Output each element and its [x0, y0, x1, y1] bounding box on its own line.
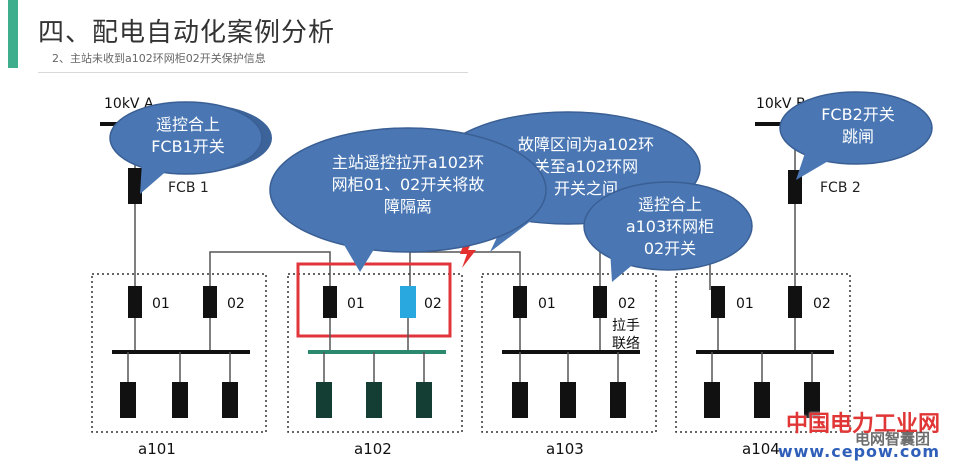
a104-switch-02-label: 02	[813, 296, 831, 312]
cabinet-label-a101: a101	[138, 440, 176, 458]
bubble-text-line: 故障区间为a102环	[518, 135, 654, 154]
wire-a101-a102	[209, 251, 331, 290]
bubble-remote-open-a102-text: 主站遥控拉开a102环网柜01、02开关将故障隔离	[332, 153, 485, 216]
a104-output-3	[804, 382, 820, 418]
a102-output-2	[366, 382, 382, 418]
a103-output-3	[610, 382, 626, 418]
bubble-text-line: a103环网柜	[626, 217, 714, 236]
page-title: 四、配电自动化案例分析	[38, 18, 336, 48]
a102-isolation-highlight	[296, 262, 452, 338]
a101-switch-02	[203, 286, 217, 318]
a103-output-1	[512, 382, 528, 418]
a101-output-3	[222, 382, 238, 418]
wire-a102-a103	[409, 251, 521, 290]
a103-switch-01-label: 01	[538, 296, 556, 312]
a103-tie-note-line1: 拉手	[612, 318, 640, 334]
bubble-fcb2-trip-text: FCB2开关跳闸	[821, 105, 895, 146]
a102-switch-02	[400, 286, 416, 318]
bubble-text-line: FCB1开关	[151, 137, 225, 156]
a101-switch-01	[128, 286, 142, 318]
title-divider	[38, 72, 468, 73]
a102-switch-01	[323, 286, 337, 318]
a102-output-1	[316, 382, 332, 418]
a102-output-3	[416, 382, 432, 418]
bubble-text-line: 主站遥控拉开a102环	[332, 153, 484, 172]
a102-switch-02-label: 02	[424, 296, 442, 312]
bubble-text-line: 关至a102环网	[534, 157, 638, 176]
a104-output-2	[754, 382, 770, 418]
a103-output-2	[560, 382, 576, 418]
accent-bar	[8, 0, 18, 68]
bubble-text-line: 开关之间	[554, 179, 618, 198]
fcb1-breaker	[128, 168, 142, 204]
bubble-text-line: 障隔离	[384, 197, 432, 216]
a101-switch-02-label: 02	[227, 296, 245, 312]
bubble-fcb2-trip: FCB2开关跳闸	[779, 91, 933, 180]
cabinet-label-a103: a103	[546, 440, 584, 458]
fcb1-label: FCB 1	[168, 180, 209, 196]
a104-switch-01	[711, 286, 725, 318]
a103-switch-01	[513, 286, 527, 318]
fcb2-label: FCB 2	[820, 180, 861, 196]
bubble-close-fcb1: 遥控合上 FCB1开关	[109, 101, 272, 194]
a101-switch-01-label: 01	[152, 296, 170, 312]
bubble-fault-interval-text: 故障区间为a102环关至a102环网开关之间	[518, 135, 654, 198]
bubble-close-fcb1-text: 遥控合上 FCB1开关	[151, 115, 225, 156]
bubble-text-line: 02开关	[644, 239, 696, 258]
cabinet-box-a104	[675, 273, 851, 433]
a104-output-1	[704, 382, 720, 418]
a103-tie-note-line2: 联络	[612, 336, 640, 352]
a101-output-2	[172, 382, 188, 418]
bubble-close-a103-text: 遥控合上 a103环网柜 02开关	[626, 195, 714, 258]
cabinet-label-a104: a104	[742, 440, 780, 458]
watermark-url: www.cepow.com	[777, 442, 940, 461]
watermark-brand: 中国电力工业网	[785, 412, 940, 437]
bubble-close-a103: 遥控合上 a103环网柜 02开关	[583, 181, 753, 282]
bubble-text-line: 网柜01、02开关将故	[332, 175, 485, 194]
a102-switch-01-label: 01	[347, 296, 365, 312]
bubble-text-line: 遥控合上	[638, 195, 702, 214]
bubble-text-line: FCB2开关	[821, 105, 895, 124]
a101-output-1	[120, 382, 136, 418]
a104-switch-02	[788, 286, 802, 318]
bubble-text-line: 遥控合上	[156, 115, 220, 134]
a104-switch-01-label: 01	[736, 296, 754, 312]
bubble-remote-open-a102: 主站遥控拉开a102环网柜01、02开关将故障隔离	[269, 127, 547, 272]
page-subtitle: 2、主站未收到a102环网柜02开关保护信息	[52, 52, 266, 65]
a103-switch-02	[593, 286, 607, 318]
cabinet-box-a103	[481, 273, 657, 433]
cabinet-box-a101	[91, 273, 267, 433]
watermark-account: 电网智囊团	[854, 430, 930, 448]
cabinet-box-a102	[287, 273, 463, 433]
cabinet-label-a102: a102	[354, 440, 392, 458]
a103-switch-02-label: 02	[618, 296, 636, 312]
bubble-text-line: 跳闸	[842, 127, 874, 146]
